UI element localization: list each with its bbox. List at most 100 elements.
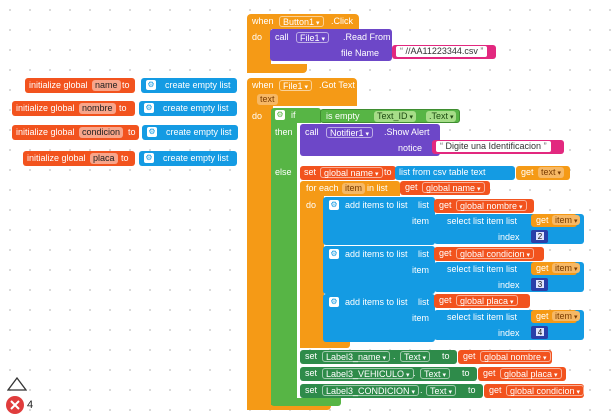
init-global-condicion-block[interactable]: initialize global condicion to [12, 125, 139, 140]
create-empty-list-block[interactable]: ⚙ create empty list [142, 125, 238, 140]
index-label: index [498, 328, 520, 338]
label-component-dropdown[interactable]: Label3_VEHICULO [322, 368, 414, 379]
gear-icon[interactable]: ⚙ [144, 103, 154, 113]
textbox-dropdown[interactable]: Text_ID [374, 111, 416, 122]
get-variable-dropdown[interactable]: global condicion [506, 385, 585, 396]
get-variable-dropdown[interactable]: global name [422, 182, 485, 193]
set-variable-dropdown[interactable]: global name [320, 167, 383, 178]
get-variable-dropdown[interactable]: global nombre [480, 351, 551, 362]
get-keyword: get [483, 368, 496, 378]
gear-icon[interactable]: ⚙ [329, 200, 339, 210]
is-empty-block[interactable]: is empty Text_ID .Text [320, 109, 460, 123]
file1-gottext-event-block[interactable]: when File1 .Got Text text [247, 78, 357, 106]
notice-label: notice [398, 143, 423, 153]
notice-text-block[interactable]: “ Digite una Identificacion ” [432, 140, 564, 154]
get-variable-dropdown[interactable]: item [552, 311, 581, 321]
call-file1-readfrom-block[interactable]: call File1 .Read From file Name [270, 29, 392, 61]
file-name-value[interactable]: “ //AA11223344.csv ” [396, 46, 488, 57]
to-keyword: to [384, 167, 392, 177]
number-value[interactable]: 4 [535, 327, 545, 337]
global-var-name[interactable]: nombre [79, 103, 116, 114]
get-global-nombre-block[interactable]: get global nombre [458, 350, 552, 364]
create-empty-list-block[interactable]: ⚙ create empty list [141, 78, 237, 93]
create-empty-list-block[interactable]: ⚙ create empty list [139, 151, 237, 166]
get-keyword: get [536, 215, 549, 225]
number-block-2[interactable]: 3 [531, 278, 548, 291]
loop-variable[interactable]: item [342, 183, 366, 194]
file-component-dropdown[interactable]: File1 [296, 32, 329, 43]
get-item-block-1[interactable]: get item [531, 214, 581, 227]
get-keyword: get [439, 200, 452, 210]
item-label: item [412, 216, 430, 226]
notifier-dropdown[interactable]: Notifier1 [326, 127, 373, 138]
event-param-text[interactable]: text [257, 94, 278, 105]
property-dropdown[interactable]: Text [420, 368, 450, 379]
create-empty-list-label: create empty list [165, 80, 231, 90]
get-item-block-3[interactable]: get item [531, 310, 581, 323]
get-variable-dropdown[interactable]: global placa [456, 295, 518, 306]
number-block-3[interactable]: 4 [531, 326, 548, 339]
gear-icon[interactable]: ⚙ [147, 127, 157, 137]
global-var-name[interactable]: condicion [79, 127, 124, 138]
label-component-dropdown[interactable]: Label3_CONDICION [322, 385, 419, 396]
file-name-label: file Name [341, 48, 380, 58]
get-keyword: get [463, 351, 476, 361]
property-dropdown[interactable]: Text [426, 385, 456, 396]
get-variable-dropdown[interactable]: global placa [500, 368, 562, 379]
add-items-to-list-block-3[interactable]: ⚙ add items to list list item [323, 294, 435, 342]
get-global-condicion-block[interactable]: get global condicion [484, 384, 585, 398]
get-global-nombre-block[interactable]: get global nombre [434, 199, 534, 213]
gear-icon[interactable]: ⚙ [146, 80, 156, 90]
set-label3-vehiculo-block[interactable]: set Label3_VEHICULO . Text to [300, 367, 477, 381]
component-dropdown[interactable]: Button1 [279, 16, 324, 27]
number-value[interactable]: 2 [535, 231, 545, 241]
get-variable-dropdown[interactable]: item [552, 263, 581, 273]
get-variable-dropdown[interactable]: global condicion [456, 248, 535, 259]
init-global-name-block[interactable]: initialize global name to [25, 78, 135, 93]
dot: . [393, 351, 396, 361]
file-name-text-block[interactable]: “ //AA11223344.csv ” [392, 45, 496, 59]
number-value[interactable]: 3 [535, 279, 545, 289]
set-global-name-block[interactable]: set global name to [300, 166, 396, 180]
set-label3-condicion-block[interactable]: set Label3_CONDICION . Text to [300, 384, 483, 398]
notice-value[interactable]: “ Digite una Identificacion ” [436, 141, 551, 152]
label-component-dropdown[interactable]: Label3_name [322, 351, 391, 362]
error-icon[interactable] [6, 396, 24, 414]
get-global-name-block[interactable]: get global name [400, 181, 490, 195]
gear-icon[interactable]: ⚙ [144, 153, 154, 163]
get-variable-dropdown[interactable]: text [538, 167, 564, 178]
init-global-nombre-block[interactable]: initialize global nombre to [12, 101, 135, 116]
get-text-block[interactable]: get text [516, 166, 570, 180]
call-notifier-showalert-block[interactable]: call Notifier1 .Show Alert notice [300, 124, 440, 156]
if-block[interactable]: ⚙ if [271, 108, 321, 123]
global-var-name[interactable]: placa [90, 153, 118, 164]
warning-toggle-icon[interactable] [6, 376, 28, 391]
set-keyword: set [305, 385, 318, 395]
gear-icon[interactable]: ⚙ [275, 110, 285, 120]
init-global-placa-block[interactable]: initialize global placa to [23, 151, 135, 166]
property-dropdown[interactable]: .Text [426, 111, 457, 122]
component-dropdown[interactable]: File1 [279, 80, 312, 91]
number-block-1[interactable]: 2 [531, 230, 548, 243]
add-items-to-list-block-2[interactable]: ⚙ add items to list list item [323, 246, 435, 294]
do-keyword: do [306, 200, 317, 210]
add-items-label: add items to list [345, 249, 408, 259]
add-items-to-list-block-1[interactable]: ⚙ add items to list list item [323, 197, 435, 245]
button1-click-event-block[interactable]: when Button1 .Click [247, 14, 359, 29]
gear-icon[interactable]: ⚙ [329, 249, 339, 259]
get-variable-dropdown[interactable]: item [552, 215, 581, 225]
get-global-condicion-block[interactable]: get global condicion [434, 247, 544, 261]
for-each-block[interactable]: for each item in list [300, 181, 400, 196]
get-item-block-2[interactable]: get item [531, 262, 581, 275]
property-dropdown[interactable]: Text [400, 351, 430, 362]
create-empty-list-block[interactable]: ⚙ create empty list [139, 101, 237, 116]
list-from-csv-table-block[interactable]: list from csv table text [395, 166, 515, 180]
get-variable-dropdown[interactable]: global nombre [456, 200, 527, 211]
get-global-placa-block[interactable]: get global placa [434, 294, 530, 308]
set-keyword: set [305, 368, 318, 378]
gear-icon[interactable]: ⚙ [329, 297, 339, 307]
set-label3-name-block[interactable]: set Label3_name . Text to [300, 350, 457, 364]
global-var-name[interactable]: name [92, 80, 121, 91]
get-global-placa-block[interactable]: get global placa [478, 367, 566, 381]
get-keyword: get [536, 311, 549, 321]
